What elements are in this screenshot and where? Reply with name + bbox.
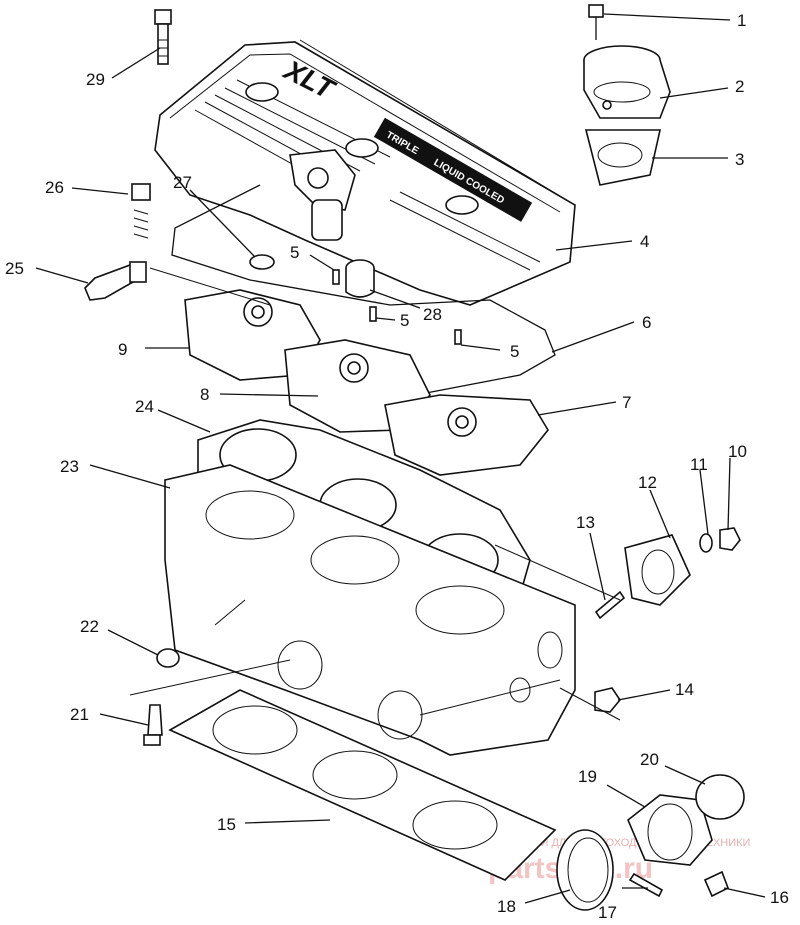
callout-4: 4 bbox=[640, 232, 649, 251]
part-5-pin-c bbox=[454, 329, 462, 345]
callout-6: 6 bbox=[642, 313, 651, 332]
part-28-sleeve bbox=[345, 259, 375, 298]
part-10-nut bbox=[719, 527, 741, 551]
callout-20: 20 bbox=[640, 750, 659, 769]
callout-23: 23 bbox=[60, 457, 79, 476]
callout-5a: 5 bbox=[290, 243, 299, 262]
callout-19: 19 bbox=[578, 767, 597, 786]
callout-14: 14 bbox=[675, 680, 694, 699]
alignment-lines bbox=[129, 39, 621, 721]
callout-24: 24 bbox=[135, 397, 154, 416]
callout-8: 8 bbox=[200, 385, 209, 404]
part-20-oring bbox=[695, 774, 745, 820]
callout-28: 28 bbox=[423, 305, 442, 324]
part-26-cap bbox=[131, 183, 151, 239]
callout-25: 25 bbox=[5, 259, 24, 278]
callout-12: 12 bbox=[638, 473, 657, 492]
callout-13: 13 bbox=[576, 513, 595, 532]
callout-2: 2 bbox=[735, 77, 744, 96]
part-22-plug bbox=[156, 648, 180, 668]
callout-15: 15 bbox=[217, 815, 236, 834]
part-25-sensor bbox=[84, 261, 147, 301]
part-1-screw bbox=[588, 4, 604, 40]
part-6-seal bbox=[171, 184, 556, 399]
callout-29: 29 bbox=[86, 70, 105, 89]
callout-7: 7 bbox=[622, 393, 631, 412]
callout-26: 26 bbox=[45, 178, 64, 197]
part-15-base-gasket bbox=[168, 689, 557, 881]
callout-21: 21 bbox=[70, 705, 89, 724]
callout-16: 16 bbox=[770, 888, 789, 907]
callout-1: 1 bbox=[737, 11, 746, 30]
callout-27: 27 bbox=[173, 173, 192, 192]
cylinder-head-7 bbox=[384, 394, 549, 476]
part-23-cylinder-block bbox=[164, 464, 576, 756]
callout-5b: 5 bbox=[400, 311, 409, 330]
callout-17: 17 bbox=[598, 903, 617, 922]
part-18-clamp bbox=[556, 829, 614, 911]
part-5-pin-b bbox=[369, 306, 377, 322]
callout-9: 9 bbox=[118, 340, 127, 359]
part-5-pin-a bbox=[332, 269, 340, 285]
part-21-fitting bbox=[143, 704, 163, 746]
callout-22: 22 bbox=[80, 617, 99, 636]
callout-5c: 5 bbox=[510, 342, 519, 361]
callout-11: 11 bbox=[690, 455, 708, 474]
part-17-screw bbox=[628, 872, 664, 898]
part-19-manifold bbox=[627, 794, 713, 866]
callout-10: 10 bbox=[728, 442, 747, 461]
part-3-gasket bbox=[584, 129, 661, 186]
cylinder-head-cover: XLT TRIPLE LIQUID COOLED bbox=[154, 41, 576, 306]
leader-lines bbox=[35, 13, 766, 904]
part-11-washer bbox=[699, 533, 713, 553]
part-27-oring bbox=[249, 254, 275, 270]
part-29-bolt bbox=[154, 9, 172, 65]
callout-3: 3 bbox=[735, 150, 744, 169]
part-16-screw bbox=[703, 870, 730, 898]
callout-labels: 1 2 3 4 5 5 5 6 7 8 9 10 11 12 13 14 15 … bbox=[5, 11, 789, 922]
part-12-gasket bbox=[624, 534, 691, 606]
part-2-housing bbox=[583, 45, 671, 119]
callout-18: 18 bbox=[497, 897, 516, 916]
